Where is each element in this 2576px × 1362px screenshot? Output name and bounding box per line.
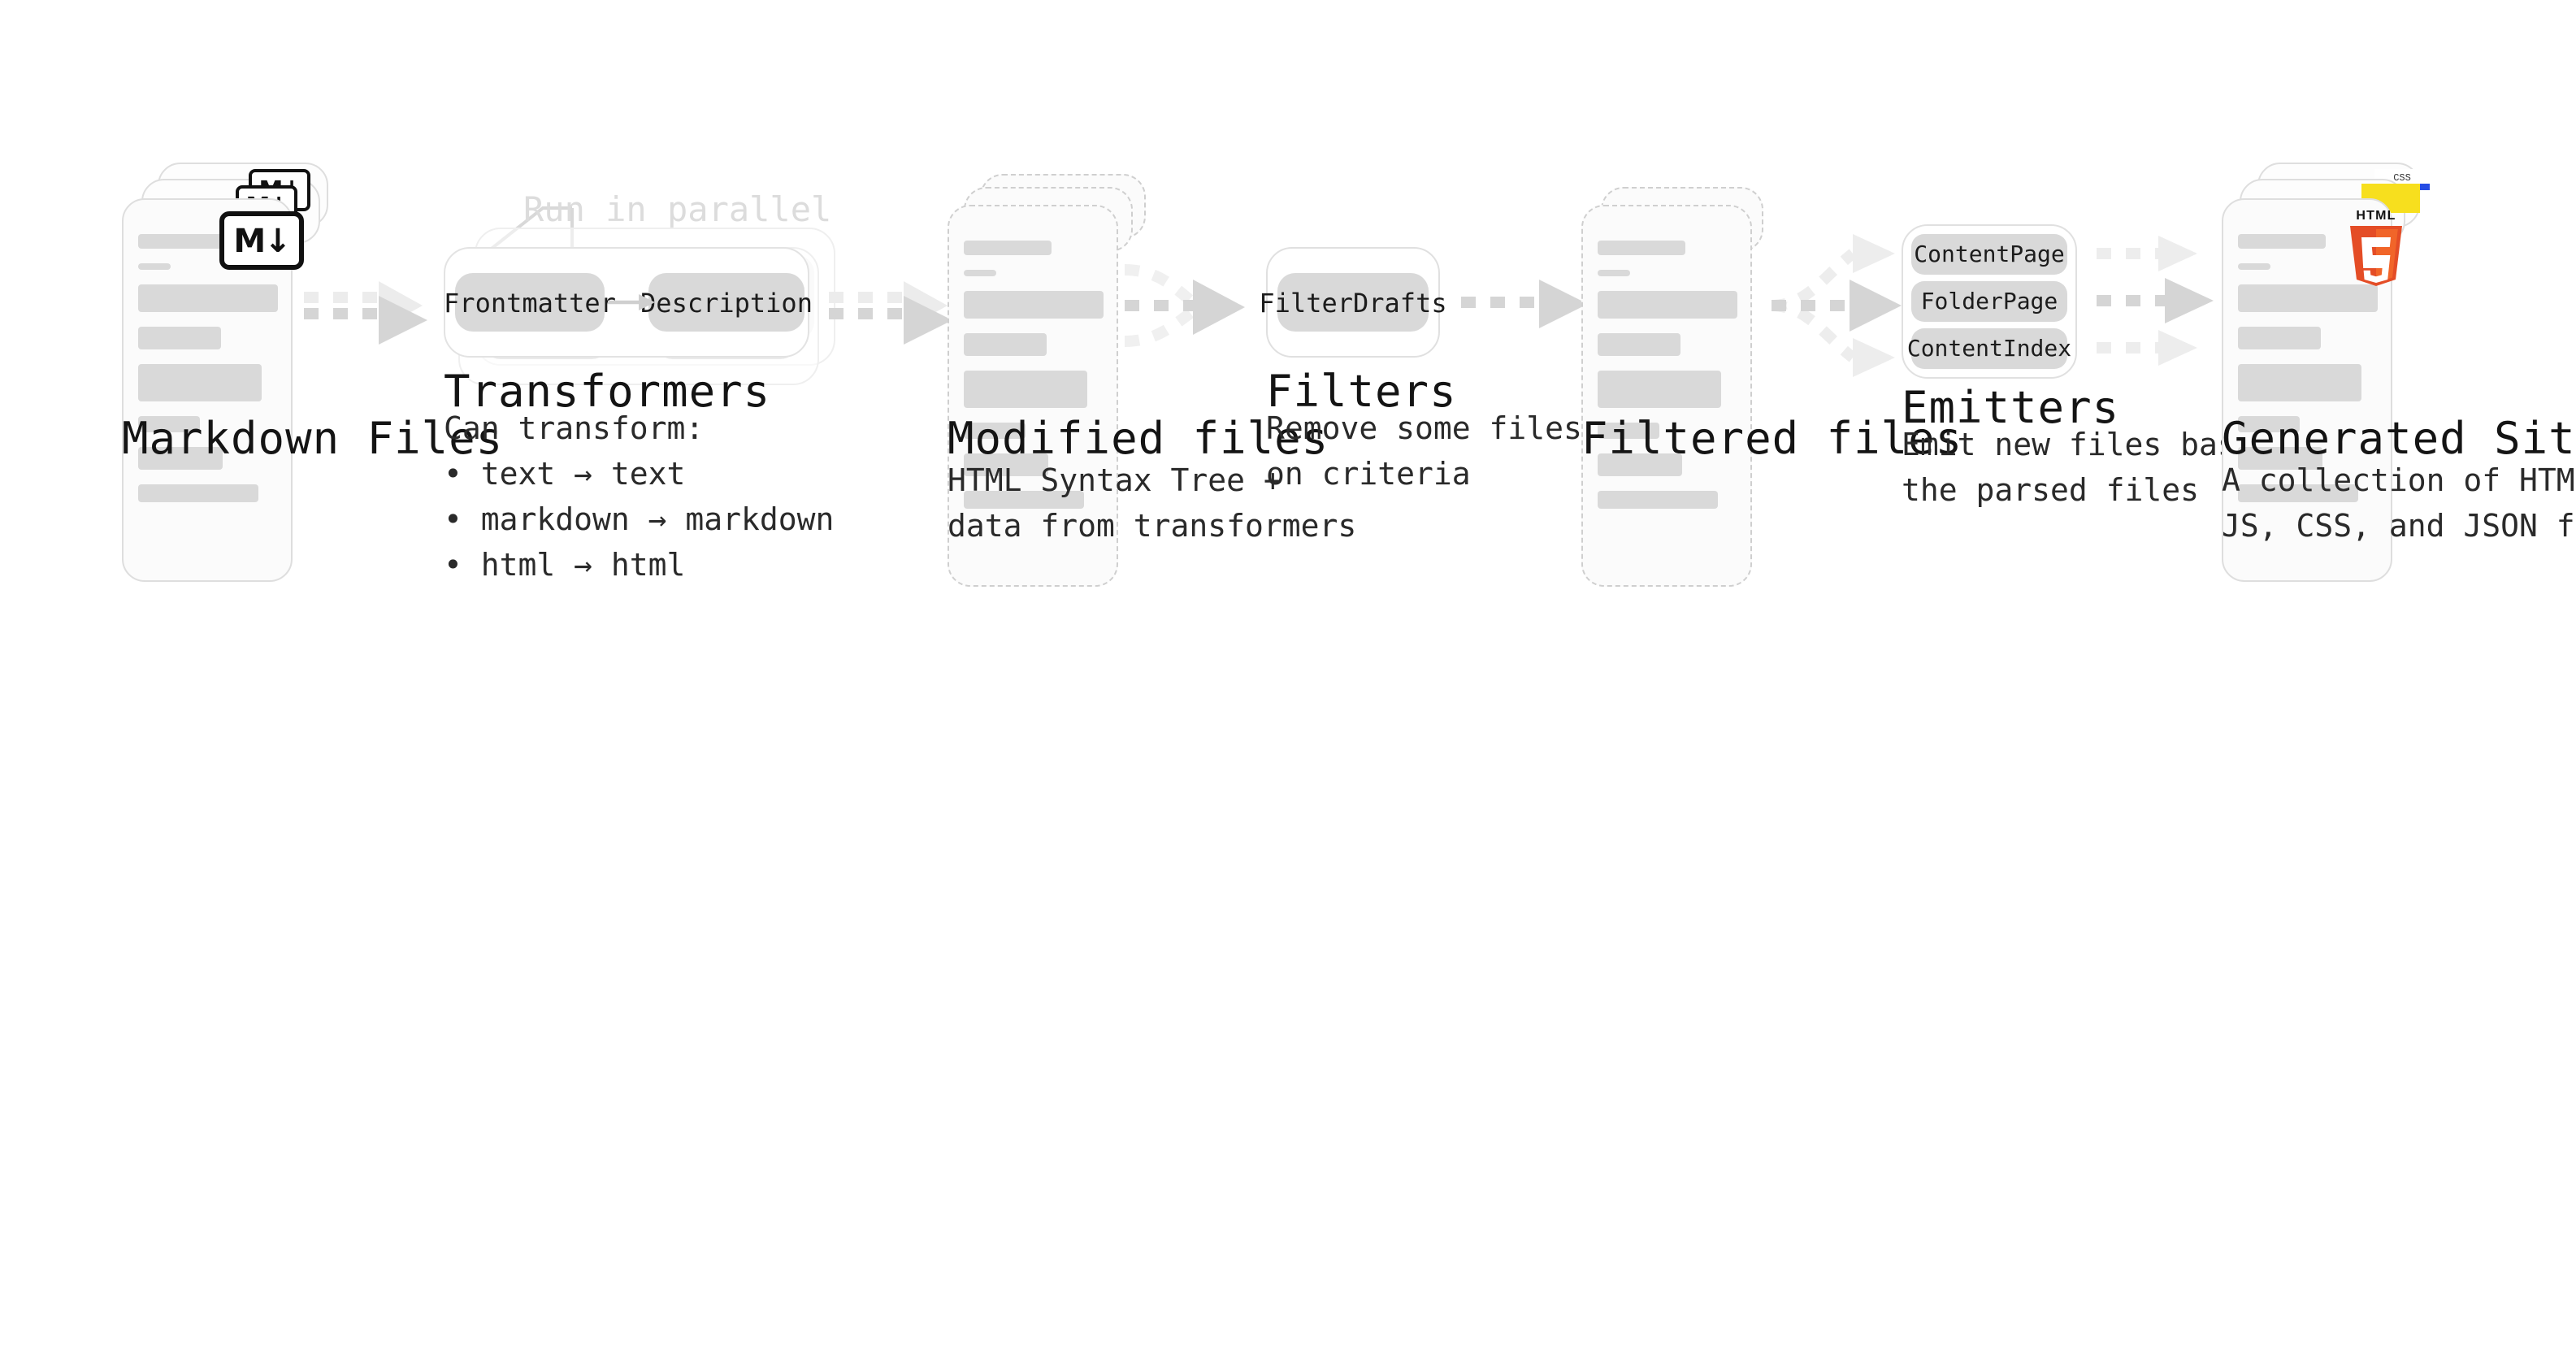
connector-filtered-to-emitters [1771, 234, 1902, 377]
connector-filters-to-filtered [1461, 280, 1588, 328]
stage-subtitle-generated-site: A collection of HTML, JS, CSS, and JSON … [2222, 463, 2576, 544]
card-content-bars [138, 234, 278, 517]
transformer-node-label: Description [640, 287, 813, 318]
file-card-front [948, 205, 1118, 587]
connector-markdown-to-transformers [304, 281, 427, 345]
transformer-node-label: Frontmatter [444, 287, 616, 318]
card-content-bars [1598, 240, 1737, 523]
file-card-front-html [2222, 198, 2392, 582]
file-card-front [1581, 205, 1752, 587]
file-card-front [122, 198, 293, 582]
connector-transformers-to-modified [829, 281, 952, 345]
emitter-node-label: FolderPage [1920, 288, 2058, 314]
emitter-node-label: ContentPage [1914, 241, 2065, 267]
card-content-bars [964, 240, 1104, 523]
transformer-node-frontmatter[interactable]: Frontmatter [444, 273, 616, 332]
connector-modified-to-filters [1124, 264, 1245, 347]
transformer-node-description[interactable]: Description [640, 273, 813, 332]
connector-emitters-to-site [2097, 236, 2214, 366]
stage-filtered-files: Filtered files [0, 0, 1962, 1362]
stage-title-markdown-files: Markdown Files [122, 414, 504, 465]
stage-title-emitters: Emitters [1902, 384, 2120, 434]
run-in-parallel-label: Run in parallel [523, 190, 832, 229]
transformer-flow-arrow [608, 294, 655, 310]
emitter-node-label: ContentIndex [1906, 336, 2072, 362]
stage-title-filters: Filters [1266, 367, 1457, 418]
stage-transformers: Run in parallel Frontmatter Description [444, 190, 835, 583]
stage-subtitle-modified-files: HTML Syntax Tree + data from transformer… [948, 463, 1357, 544]
emitter-node-contentpage[interactable]: ContentPage [1911, 234, 2067, 275]
filter-node-filterdrafts[interactable]: FilterDrafts [1259, 273, 1447, 332]
stage-subtitle-transformers: Can transform: • text → text • markdown … [444, 411, 835, 583]
filter-node-label: FilterDrafts [1259, 287, 1447, 318]
emitter-node-contentindex[interactable]: ContentIndex [1907, 328, 2071, 369]
svg-text:CSS: CSS [2393, 172, 2411, 184]
emitter-node-folderpage[interactable]: FolderPage [1911, 281, 2067, 322]
stage-modified-files: Modified files HTML Syntax Tree + data f… [0, 0, 1356, 1362]
diagram-canvas: M↓ M↓ M↓ Markdown Files [122, 163, 2576, 587]
svg-text:HTML: HTML [2356, 209, 2396, 223]
card-content-bars [2238, 234, 2378, 517]
html5-badge-icon: HTML [2350, 209, 2402, 286]
stage-title-filtered-files: Filtered files [1581, 414, 1963, 465]
stage-title-transformers: Transformers [444, 367, 771, 418]
stage-title-generated-site: Generated Site [2222, 414, 2576, 465]
markdown-badge-front: M↓ [219, 211, 304, 270]
stage-title-modified-files: Modified files [948, 414, 1329, 465]
stage-markdown-files: M↓ M↓ M↓ Markdown Files [0, 0, 683, 1362]
